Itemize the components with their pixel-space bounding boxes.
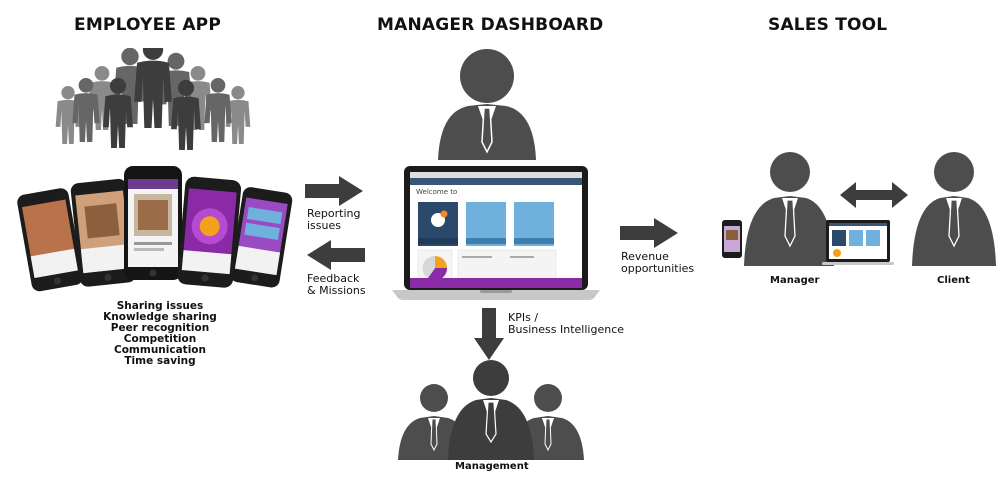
client-caption: Client	[937, 275, 970, 286]
phone-1	[17, 188, 83, 292]
employee-app-phones	[17, 166, 293, 292]
revenue-line: Revenue opportunities	[621, 250, 695, 275]
benefit-item: Knowledge sharing	[103, 311, 217, 323]
revenue-arrow-icon	[620, 218, 678, 248]
manager-dashboard-title: MANAGER DASHBOARD	[377, 15, 604, 35]
benefit-item: Competition	[123, 333, 197, 345]
employee-crowd-icon	[55, 48, 251, 150]
feedback-missions-label: Feedback & Missions	[307, 273, 366, 297]
client-silhouette-icon	[912, 152, 996, 266]
arrow-left-icon	[307, 240, 365, 270]
reporting-line: Reporting issues	[307, 207, 361, 232]
manager-silhouette-icon	[438, 49, 536, 160]
management-caption: Management	[455, 461, 529, 472]
sales-manager-group	[722, 152, 894, 266]
arrow-right-icon	[305, 176, 363, 206]
kpi-down-arrow-icon	[474, 308, 504, 360]
phone-3	[124, 166, 182, 280]
reporting-issues-label: Reporting issues	[307, 208, 360, 232]
double-arrow-icon	[840, 182, 908, 208]
benefit-item: Peer recognition	[110, 322, 210, 334]
kpis-line: KPIs / Business Intelligence	[508, 311, 625, 336]
benefit-item: Time saving	[124, 355, 196, 367]
manager-dashboard-laptop: Welcome to	[392, 166, 600, 300]
sales-tool-title: SALES TOOL	[768, 15, 888, 35]
kpis-label: KPIs / Business Intelligence	[508, 312, 624, 336]
benefit-item: Communication	[114, 344, 206, 356]
revenue-opportunities-label: Revenue opportunities	[621, 251, 694, 275]
phone-2	[70, 178, 136, 287]
feedback-line: Feedback & Missions	[307, 272, 366, 297]
benefits-list: Sharing issues Knowledge sharing Peer re…	[90, 301, 230, 367]
management-group-icon	[398, 360, 584, 460]
dashboard-welcome-text: Welcome to	[416, 188, 457, 196]
employee-app-title: EMPLOYEE APP	[74, 15, 221, 35]
manager-caption: Manager	[770, 275, 820, 286]
sales-phone-icon	[722, 220, 742, 258]
phone-4	[177, 176, 242, 288]
phone-5	[230, 187, 293, 288]
benefit-item: Sharing issues	[116, 300, 204, 312]
sales-laptop-icon	[822, 220, 894, 265]
